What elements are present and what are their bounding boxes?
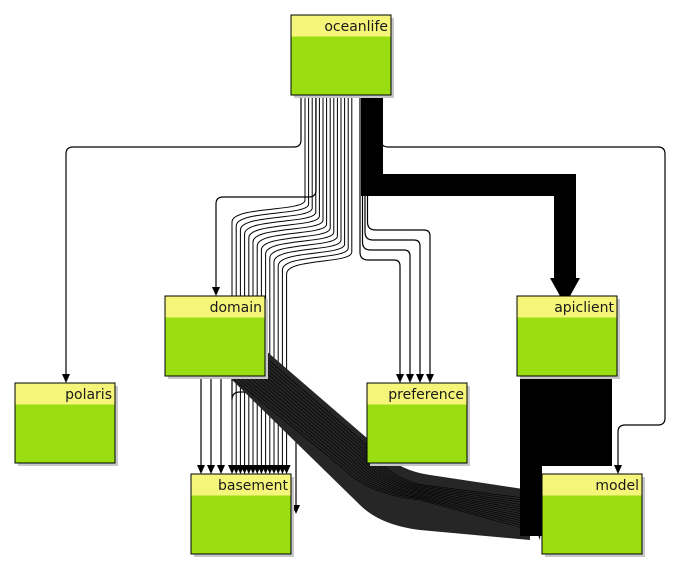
edge-line[interactable] bbox=[361, 95, 411, 374]
arrowhead bbox=[614, 465, 622, 474]
edge-line[interactable] bbox=[273, 95, 342, 465]
nodes-layer: oceanlife polaris domain preference apiclien… bbox=[14, 14, 645, 557]
node-label: preference bbox=[388, 387, 464, 403]
node-label: domain bbox=[210, 300, 262, 316]
edge-line[interactable] bbox=[256, 95, 328, 465]
node-header bbox=[15, 383, 115, 405]
node-basement[interactable]: basement bbox=[190, 473, 294, 557]
edge-oceanlife-to-preference[interactable] bbox=[359, 95, 434, 383]
edge-line[interactable] bbox=[281, 95, 349, 465]
arrowhead bbox=[426, 374, 434, 383]
arrowhead bbox=[212, 287, 220, 296]
node-apiclient[interactable]: apiclient bbox=[516, 295, 620, 379]
edge-line[interactable] bbox=[238, 372, 531, 524]
arrowhead bbox=[207, 465, 215, 474]
edge-line[interactable] bbox=[239, 95, 313, 465]
edge-line[interactable] bbox=[244, 95, 317, 465]
edge-line[interactable] bbox=[260, 95, 331, 465]
edge-line[interactable] bbox=[265, 95, 335, 465]
edge-line[interactable] bbox=[253, 366, 531, 512]
node-header bbox=[165, 296, 265, 318]
node-header bbox=[191, 474, 291, 496]
edge-line[interactable] bbox=[235, 373, 531, 526]
edge-line[interactable] bbox=[364, 95, 421, 374]
edge-line[interactable] bbox=[232, 374, 531, 528]
node-label: polaris bbox=[65, 387, 112, 403]
node-oceanlife[interactable]: oceanlife bbox=[290, 14, 394, 98]
arrowhead bbox=[62, 374, 70, 383]
node-label: oceanlife bbox=[324, 19, 388, 35]
edge-band[interactable] bbox=[520, 466, 542, 536]
edge-line[interactable] bbox=[262, 362, 531, 504]
node-label: model bbox=[595, 478, 639, 494]
edge-line[interactable] bbox=[250, 367, 531, 514]
edge-oceanlife-to-model[interactable] bbox=[380, 95, 666, 474]
node-header bbox=[367, 383, 467, 405]
node-header bbox=[542, 474, 642, 496]
arrowhead bbox=[217, 465, 225, 474]
edge-line[interactable] bbox=[269, 95, 338, 465]
node-header bbox=[291, 15, 391, 37]
arrowhead bbox=[406, 374, 414, 383]
node-preference[interactable]: preference bbox=[366, 382, 470, 466]
arrowhead bbox=[396, 374, 404, 383]
edge-line[interactable] bbox=[235, 95, 310, 465]
edge-line[interactable] bbox=[248, 95, 320, 465]
edge-line[interactable] bbox=[277, 95, 346, 465]
arrowhead bbox=[550, 278, 580, 296]
node-domain[interactable]: domain bbox=[164, 295, 268, 379]
edges-layer bbox=[62, 95, 666, 540]
edge-line[interactable] bbox=[256, 364, 531, 509]
node-model[interactable]: model bbox=[541, 473, 645, 557]
node-header bbox=[517, 296, 617, 318]
node-label: apiclient bbox=[554, 300, 614, 316]
arrowhead bbox=[197, 465, 205, 474]
edge-line[interactable] bbox=[241, 370, 531, 521]
edge-oceanlife-to-polaris[interactable] bbox=[62, 95, 302, 383]
node-polaris[interactable]: polaris bbox=[14, 382, 118, 466]
edge-band[interactable] bbox=[520, 376, 612, 466]
edge-line[interactable] bbox=[247, 368, 531, 516]
edge-line[interactable] bbox=[286, 95, 353, 465]
edge-line[interactable] bbox=[359, 95, 401, 374]
edge-line[interactable] bbox=[259, 363, 531, 507]
edge-apiclient-to-model[interactable] bbox=[520, 376, 612, 536]
node-label: basement bbox=[218, 478, 288, 494]
edge-line[interactable] bbox=[244, 369, 531, 519]
edge-line[interactable] bbox=[231, 95, 306, 465]
edge-line[interactable] bbox=[229, 375, 531, 531]
edge-line[interactable] bbox=[252, 95, 324, 465]
edge-line[interactable] bbox=[366, 95, 431, 374]
edge-line[interactable] bbox=[380, 95, 666, 465]
edge-oceanlife-to-apiclient[interactable] bbox=[361, 95, 580, 296]
arrowhead bbox=[282, 465, 291, 474]
arrowhead bbox=[416, 374, 424, 383]
edge-line[interactable] bbox=[65, 95, 302, 374]
edge-line[interactable] bbox=[361, 95, 576, 280]
edge-oceanlife-to-basement[interactable] bbox=[228, 95, 353, 474]
